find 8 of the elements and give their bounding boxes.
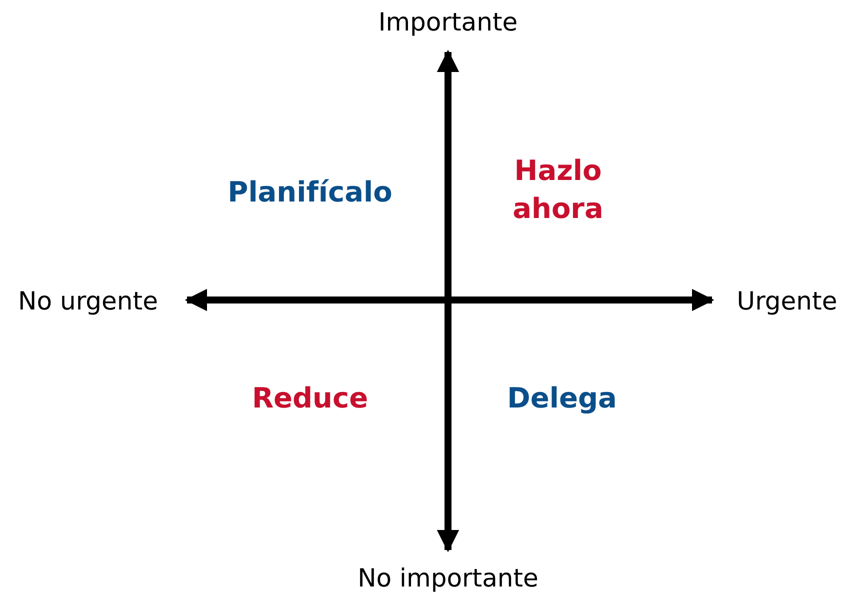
axis-label: No importante xyxy=(358,564,538,592)
axis-label: Urgente xyxy=(736,286,838,316)
axis-label: Importante xyxy=(378,8,518,36)
quadrant-label: Reduce xyxy=(252,382,368,414)
axis-label: No urgente xyxy=(18,286,158,316)
quadrant-label: Delega xyxy=(507,382,617,414)
quadrant-label: Planifícalo xyxy=(228,176,392,208)
quadrant-label: Hazlo ahora xyxy=(512,153,604,227)
